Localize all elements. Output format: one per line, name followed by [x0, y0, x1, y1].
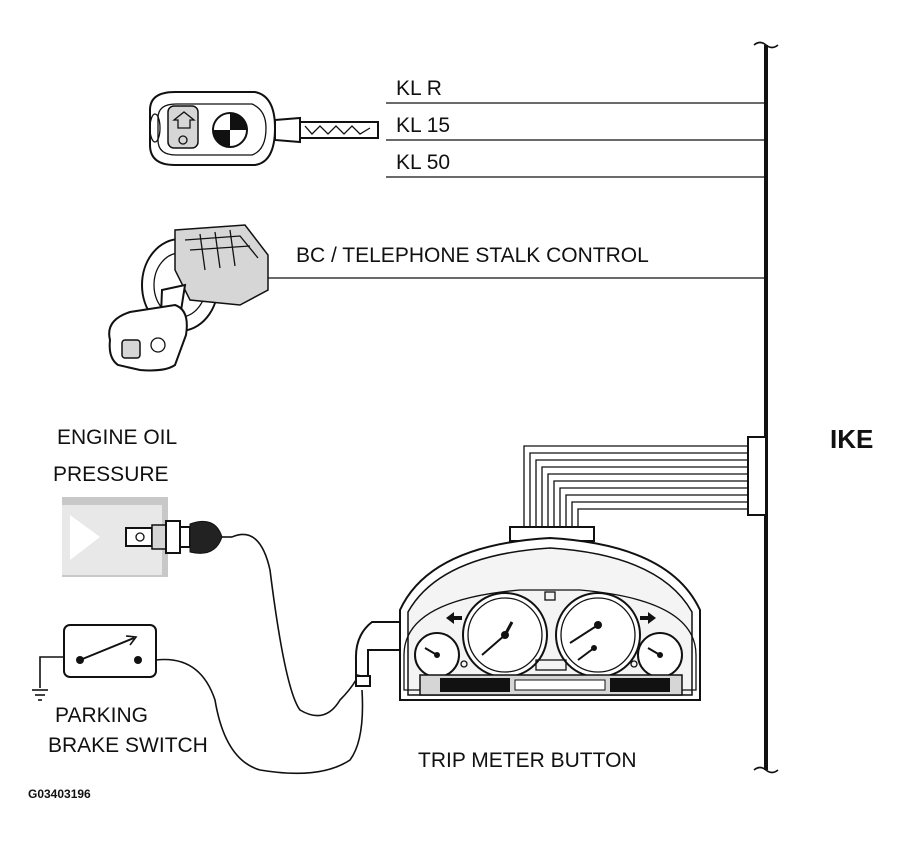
wire-harness: [509, 436, 767, 542]
ike-label: IKE: [830, 424, 873, 454]
oil-pressure-label-line1: ENGINE OIL: [57, 426, 177, 449]
ignition-key-icon: [149, 91, 379, 166]
kl-r-label: KL R: [396, 77, 442, 100]
oil-pressure-label-line2: PRESSURE: [53, 463, 169, 486]
stalk-control-label: BC / TELEPHONE STALK CONTROL: [296, 244, 649, 267]
oil-sensor-wire: [231, 533, 357, 717]
parking-brake-label-line1: PARKING: [55, 704, 148, 727]
parking-brake-wire: [155, 658, 364, 775]
ike-bus-bar: [753, 41, 779, 774]
kl-50-label: KL 50: [396, 151, 450, 174]
oil-pressure-sensor-icon: [62, 497, 232, 577]
ground-icon: [32, 689, 48, 701]
stalk-control-icon: [108, 224, 766, 372]
parking-brake-label-line2: BRAKE SWITCH: [48, 734, 208, 757]
ground-wire: [39, 656, 64, 688]
kl-15-label: KL 15: [396, 114, 450, 137]
trip-meter-label: TRIP METER BUTTON: [418, 749, 637, 772]
instrument-cluster-icon: [354, 536, 701, 701]
figure-id: G03403196: [28, 787, 91, 801]
parking-brake-switch-icon: [63, 624, 157, 678]
